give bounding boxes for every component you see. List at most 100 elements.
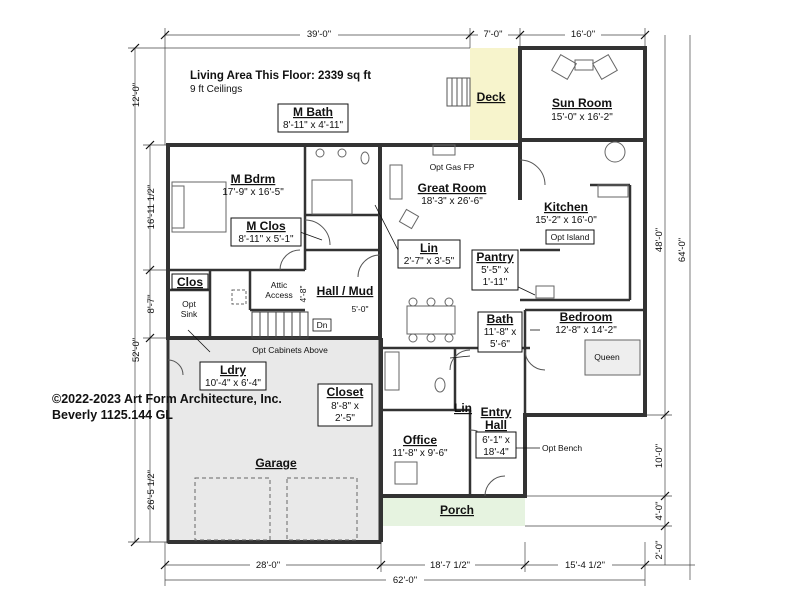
shower xyxy=(311,179,353,215)
note-queen: Queen xyxy=(594,352,620,362)
copyright: ©2022-2023 Art Form Architecture, Inc. xyxy=(52,392,282,406)
svg-text:1'-11": 1'-11" xyxy=(483,277,508,288)
deck-stairs xyxy=(446,77,471,107)
m-bath-label-box: M Bath 8'-11" x 4'-11" xyxy=(277,103,349,133)
deck-area xyxy=(470,48,520,140)
room-sun-room: Sun Room xyxy=(552,96,612,110)
svg-text:64'-0": 64'-0" xyxy=(677,238,688,262)
svg-text:26'-5 1/2": 26'-5 1/2" xyxy=(146,470,157,510)
bath-label-box: Bath 11'-8" x 5'-6" xyxy=(477,311,523,353)
plan-title: Living Area This Floor: 2339 sq ft xyxy=(190,70,371,82)
svg-text:62'-0": 62'-0" xyxy=(393,575,417,586)
stair-dim-1: 4'-8" xyxy=(298,286,308,303)
svg-text:5'-6": 5'-6" xyxy=(490,339,510,350)
room-m-clos-size: 8'-11" x 5'-1" xyxy=(238,234,294,245)
queen-bed xyxy=(584,339,641,376)
room-clos: Clos xyxy=(177,275,203,289)
closet-label-box: Closet 8'-8" x 2'-5" xyxy=(317,383,373,427)
room-garage: Garage xyxy=(255,456,297,470)
interior-stairs xyxy=(251,311,309,339)
clos-label-box: Clos xyxy=(171,273,209,290)
svg-text:28'-0": 28'-0" xyxy=(256,560,280,571)
room-entry-hall-2: Hall xyxy=(485,418,507,432)
svg-text:12'-0": 12'-0" xyxy=(131,83,142,107)
room-kitchen-size: 15'-2" x 16'-0" xyxy=(535,215,597,226)
room-bedroom-size: 12'-8" x 14'-2" xyxy=(555,325,617,336)
lin-1-label-box: Lin 2'-7" x 3'-5" xyxy=(397,239,461,269)
pantry-label-box: Pantry 5'-5" x 1'-11" xyxy=(471,249,519,291)
svg-text:48'-0": 48'-0" xyxy=(654,228,665,252)
room-sun-room-size: 15'-0" x 16'-2" xyxy=(551,112,613,123)
room-office: Office xyxy=(403,433,437,447)
room-lin-1: Lin xyxy=(420,241,438,255)
note-opt-bench: Opt Bench xyxy=(542,443,582,453)
svg-text:5'-5" x: 5'-5" x xyxy=(481,265,509,276)
room-pantry: Pantry xyxy=(476,250,514,264)
svg-text:7'-0": 7'-0" xyxy=(484,29,503,40)
room-hall-mud: Hall / Mud xyxy=(317,284,374,298)
room-porch: Porch xyxy=(440,503,474,517)
sunroom-table xyxy=(604,141,626,163)
room-entry-hall-1: Entry xyxy=(481,405,512,419)
svg-text:6'-1" x: 6'-1" x xyxy=(482,435,510,446)
opt-island-box: Opt Island xyxy=(545,229,595,245)
room-m-bdrm: M Bdrm xyxy=(231,172,276,186)
plan-name: Beverly 1125.144 GL xyxy=(52,408,173,422)
room-kitchen: Kitchen xyxy=(544,200,588,214)
room-great-room-size: 18'-3" x 26'-6" xyxy=(421,196,483,207)
m-clos-label-box: M Clos 8'-11" x 5'-1" xyxy=(230,217,302,247)
svg-text:2'-0": 2'-0" xyxy=(654,541,665,560)
svg-text:8'-8" x: 8'-8" x xyxy=(331,401,359,412)
room-bath: Bath xyxy=(487,312,514,326)
room-m-bdrm-size: 17'-9" x 16'-5" xyxy=(222,187,284,198)
svg-text:Dn: Dn xyxy=(317,320,328,330)
room-bedroom: Bedroom xyxy=(560,310,613,324)
svg-text:15'-4 1/2": 15'-4 1/2" xyxy=(565,560,605,571)
svg-text:16'-0": 16'-0" xyxy=(571,29,595,40)
svg-text:52'-0": 52'-0" xyxy=(131,338,142,362)
exterior-dims: 39'-0" 7'-0" 16'-0" 28'-0" 18'-7 1/2" 15… xyxy=(131,28,688,587)
stair-dim-2: 5'-0" xyxy=(352,304,369,314)
room-lin-2: Lin xyxy=(454,401,472,415)
note-opt-gas-fp: Opt Gas FP xyxy=(430,162,475,172)
leader-lines xyxy=(187,204,540,449)
note-opt-sink-1: Opt xyxy=(182,299,196,309)
garage-door-2 xyxy=(286,477,358,541)
room-great-room: Great Room xyxy=(418,181,487,195)
dn-label-box: Dn xyxy=(312,318,332,332)
room-ldry: Ldry xyxy=(220,363,246,377)
svg-text:18'-7 1/2": 18'-7 1/2" xyxy=(430,560,470,571)
svg-text:18'-4": 18'-4" xyxy=(483,447,509,458)
room-m-clos: M Clos xyxy=(246,219,286,233)
svg-text:11'-8" x: 11'-8" x xyxy=(484,327,517,338)
dining-table xyxy=(406,305,456,335)
entry-hall-label-box: Entry Hall 6'-1" x 18'-4" xyxy=(475,401,517,459)
fixtures xyxy=(171,54,641,541)
room-lin-1-size: 2'-7" x 3'-5" xyxy=(404,256,455,267)
svg-text:4'-0": 4'-0" xyxy=(654,502,665,521)
ldry-label-box: Ldry 10'-4" x 6'-4" xyxy=(199,361,267,391)
fireplace xyxy=(432,144,456,156)
porch-area xyxy=(381,496,525,526)
room-office-size: 11'-8" x 9'-6" xyxy=(392,448,448,459)
king-bed xyxy=(171,181,227,233)
note-attic-access-1: Attic xyxy=(271,280,288,290)
tub xyxy=(384,351,400,391)
room-m-bath: M Bath xyxy=(293,105,333,119)
svg-text:8'-7": 8'-7" xyxy=(146,295,157,314)
dimension-ticks xyxy=(130,30,670,570)
room-ldry-size: 10'-4" x 6'-4" xyxy=(205,378,261,389)
svg-text:Opt Island: Opt Island xyxy=(551,232,590,242)
door-swings xyxy=(167,159,546,497)
sofa xyxy=(389,164,403,200)
svg-text:2'-5": 2'-5" xyxy=(335,413,355,424)
svg-text:16'-11 1/2": 16'-11 1/2" xyxy=(146,185,157,230)
svg-text:39'-0": 39'-0" xyxy=(307,29,331,40)
room-closet: Closet xyxy=(327,385,364,399)
note-opt-cabinets: Opt Cabinets Above xyxy=(252,345,328,355)
note-opt-sink-2: Sink xyxy=(181,309,198,319)
walls xyxy=(166,46,647,544)
svg-text:10'-0": 10'-0" xyxy=(654,444,665,468)
plan-subtitle: 9 ft Ceilings xyxy=(190,84,242,95)
